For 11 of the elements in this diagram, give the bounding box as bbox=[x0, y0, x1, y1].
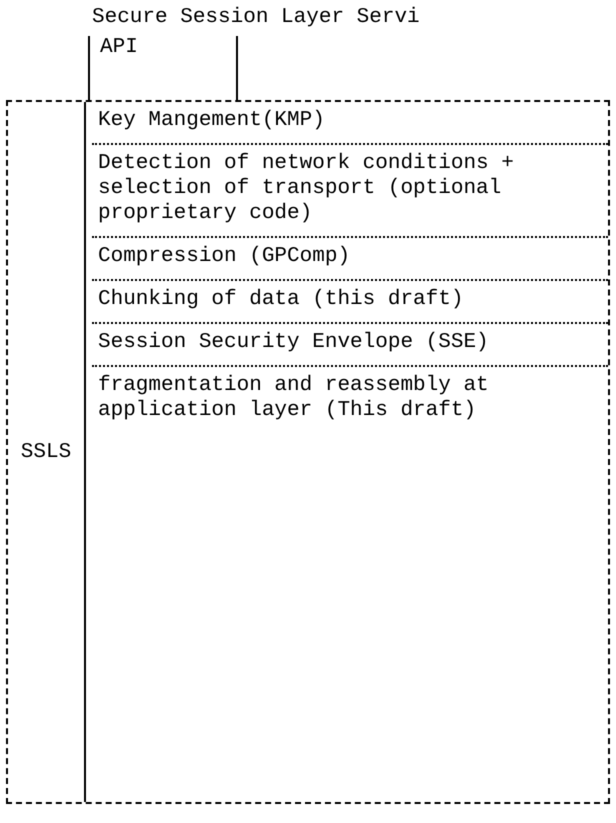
layer-label: Chunking of data (this draft) bbox=[98, 287, 464, 312]
interface-box bbox=[88, 36, 238, 100]
layer-label: Session Security Envelope (SSE) bbox=[98, 330, 490, 355]
diagram-title: Secure Session Layer Servi bbox=[92, 6, 420, 29]
layer-label: Key Mangement(KMP) bbox=[98, 108, 326, 133]
layer-label: Compression (GPComp) bbox=[98, 244, 352, 269]
layer-stack-box bbox=[6, 100, 610, 804]
layer-label: Detection of network conditions + selection of transport (optional proprietary code) bbox=[98, 151, 515, 226]
interface-label: API bbox=[99, 36, 138, 59]
layer-label: fragmentation and reassembly at application layer (This draft) bbox=[98, 373, 490, 423]
stack-label: SSLS bbox=[20, 440, 72, 464]
